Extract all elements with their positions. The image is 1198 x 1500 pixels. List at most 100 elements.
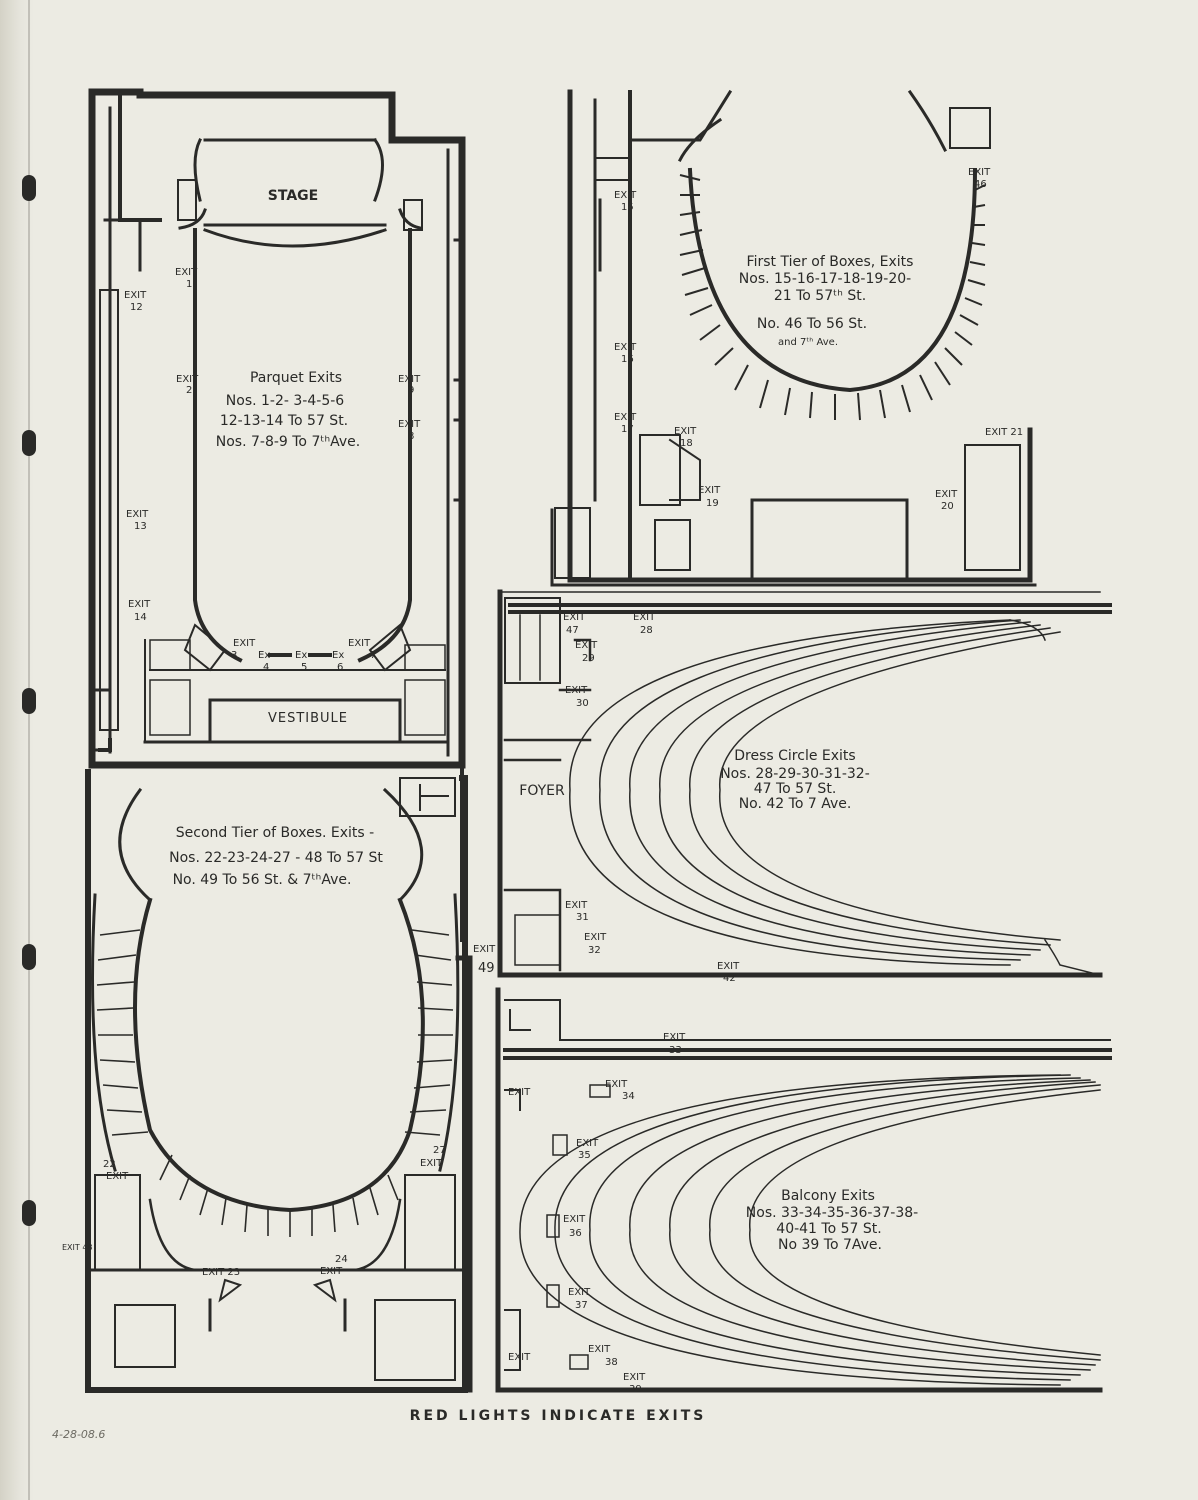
exit-word: EXIT xyxy=(576,1138,599,1149)
exit-word: EXIT xyxy=(508,1087,531,1098)
exit-word: EXIT xyxy=(633,612,656,623)
exit-word: EXIT xyxy=(176,374,199,385)
first-tier-plan xyxy=(550,89,1037,587)
ex-word: Ex xyxy=(258,650,270,661)
exit-number: 4 xyxy=(263,662,269,673)
exit-word: EXIT xyxy=(233,638,256,649)
exit-word: EXIT xyxy=(588,1344,611,1355)
exit-number: 17 xyxy=(621,424,634,435)
exit-word: EXIT xyxy=(623,1372,646,1383)
exit-word: EXIT xyxy=(717,961,740,972)
second-tier-line-1: Nos. 22-23-24-27 - 48 To 57 St xyxy=(169,850,383,866)
exit-word: EXIT xyxy=(575,640,598,651)
exit-number: 20 xyxy=(941,501,954,512)
exit-number: 8 xyxy=(408,431,414,442)
exit-word: EXIT xyxy=(398,419,421,430)
exit-number: 33 xyxy=(669,1045,682,1056)
exit-word: EXIT xyxy=(473,944,496,955)
exit-number: 29 xyxy=(582,653,595,664)
exit-word: EXIT xyxy=(320,1266,343,1277)
exit-word: EXIT xyxy=(698,485,721,496)
exit-number: 13 xyxy=(134,521,147,532)
exit-word: EXIT xyxy=(348,638,371,649)
exit-word: EXIT xyxy=(128,599,151,610)
exit-number: 22 xyxy=(103,1159,116,1170)
exit-number: 42 xyxy=(723,973,736,984)
parquet-line-2: 12-13-14 To 57 St. xyxy=(220,413,348,429)
dress-circle-line-1: Nos. 28-29-30-31-32- xyxy=(720,766,870,782)
second-tier-box-dividers xyxy=(96,929,454,1237)
exit-word: EXIT xyxy=(398,374,421,385)
exit-label: EXIT 48 xyxy=(62,1243,93,1252)
exit-number: 34 xyxy=(622,1091,635,1102)
pencil-date-note: 4-28-08.6 xyxy=(52,1428,105,1441)
first-tier-line-4: and 7ᵗʰ Ave. xyxy=(778,337,838,348)
exit-word: EXIT xyxy=(663,1032,686,1043)
dress-circle-title: Dress Circle Exits xyxy=(734,748,855,764)
binding-hole xyxy=(22,430,36,456)
exit-number: 12 xyxy=(130,302,143,313)
exit-word: EXIT xyxy=(674,426,697,437)
balcony-title: Balcony Exits xyxy=(781,1188,875,1204)
dress-circle-plan xyxy=(497,589,1112,978)
balcony-side-boxes xyxy=(546,1084,611,1370)
dress-circle-line-2: 47 To 57 St. xyxy=(754,781,837,797)
exit-word: EXIT xyxy=(614,190,637,201)
vestibule-label: VESTIBULE xyxy=(268,711,348,726)
ex-word: Ex xyxy=(295,650,307,661)
balcony-line-3: No 39 To 7Ave. xyxy=(778,1237,882,1253)
first-tier-title: First Tier of Boxes, Exits xyxy=(747,254,914,270)
exit-word: EXIT xyxy=(568,1287,591,1298)
foyer-label: FOYER xyxy=(519,783,565,799)
balcony-line-1: Nos. 33-34-35-36-37-38- xyxy=(746,1205,918,1221)
exit-word: EXIT xyxy=(563,612,586,623)
exit-label: EXIT 23 xyxy=(202,1267,240,1278)
exit-word: EXIT xyxy=(124,290,147,301)
exit-number: 7 xyxy=(370,650,376,661)
exit-number: 15 xyxy=(621,202,634,213)
exit-word: EXIT xyxy=(935,489,958,500)
first-tier-line-1: Nos. 15-16-17-18-19-20- xyxy=(739,271,911,287)
balcony-line-2: 40-41 To 57 St. xyxy=(776,1221,881,1237)
exit-word: EXIT xyxy=(508,1352,531,1363)
exit-word: EXIT xyxy=(126,509,149,520)
exit-word: EXIT xyxy=(563,1214,586,1225)
exit-number: 3 xyxy=(231,650,237,661)
exit-word: EXIT xyxy=(175,267,198,278)
exit-number: 37 xyxy=(575,1300,588,1311)
exit-word: EXIT xyxy=(565,900,588,911)
exit-word: EXIT xyxy=(584,932,607,943)
binding-hole xyxy=(22,944,36,970)
second-tier-plan xyxy=(85,768,473,1393)
exit-number: 27 xyxy=(433,1145,446,1156)
exit-word: EXIT xyxy=(614,412,637,423)
exit-number: 32 xyxy=(588,945,601,956)
exit-number: 14 xyxy=(134,612,147,623)
exit-number: 36 xyxy=(569,1228,582,1239)
second-tier-line-2: No. 49 To 56 St. & 7ᵗʰAve. xyxy=(173,872,352,888)
dress-circle-line-3: No. 42 To 7 Ave. xyxy=(739,796,852,812)
exit-word: EXIT xyxy=(106,1171,129,1182)
binding-hole xyxy=(22,1200,36,1226)
exit-number: 30 xyxy=(576,698,589,709)
binding-hole xyxy=(22,688,36,714)
exit-word: EXIT xyxy=(565,685,588,696)
exit-number: 1 xyxy=(186,279,192,290)
exit-word: EXIT xyxy=(614,342,637,353)
binding-hole xyxy=(22,175,36,201)
parquet-plan xyxy=(88,88,466,769)
exit-number: 38 xyxy=(605,1357,618,1368)
parquet-line-1: Nos. 1-2- 3-4-5-6 xyxy=(226,393,344,409)
exit-word: EXIT xyxy=(420,1158,443,1169)
exit-label: EXIT 21 xyxy=(985,427,1023,438)
ex-word: Ex xyxy=(332,650,344,661)
exit-number: 49 xyxy=(478,961,495,976)
first-tier-line-3: No. 46 To 56 St. xyxy=(757,316,867,332)
exit-number: 47 xyxy=(566,625,579,636)
exit-number: 18 xyxy=(680,438,693,449)
